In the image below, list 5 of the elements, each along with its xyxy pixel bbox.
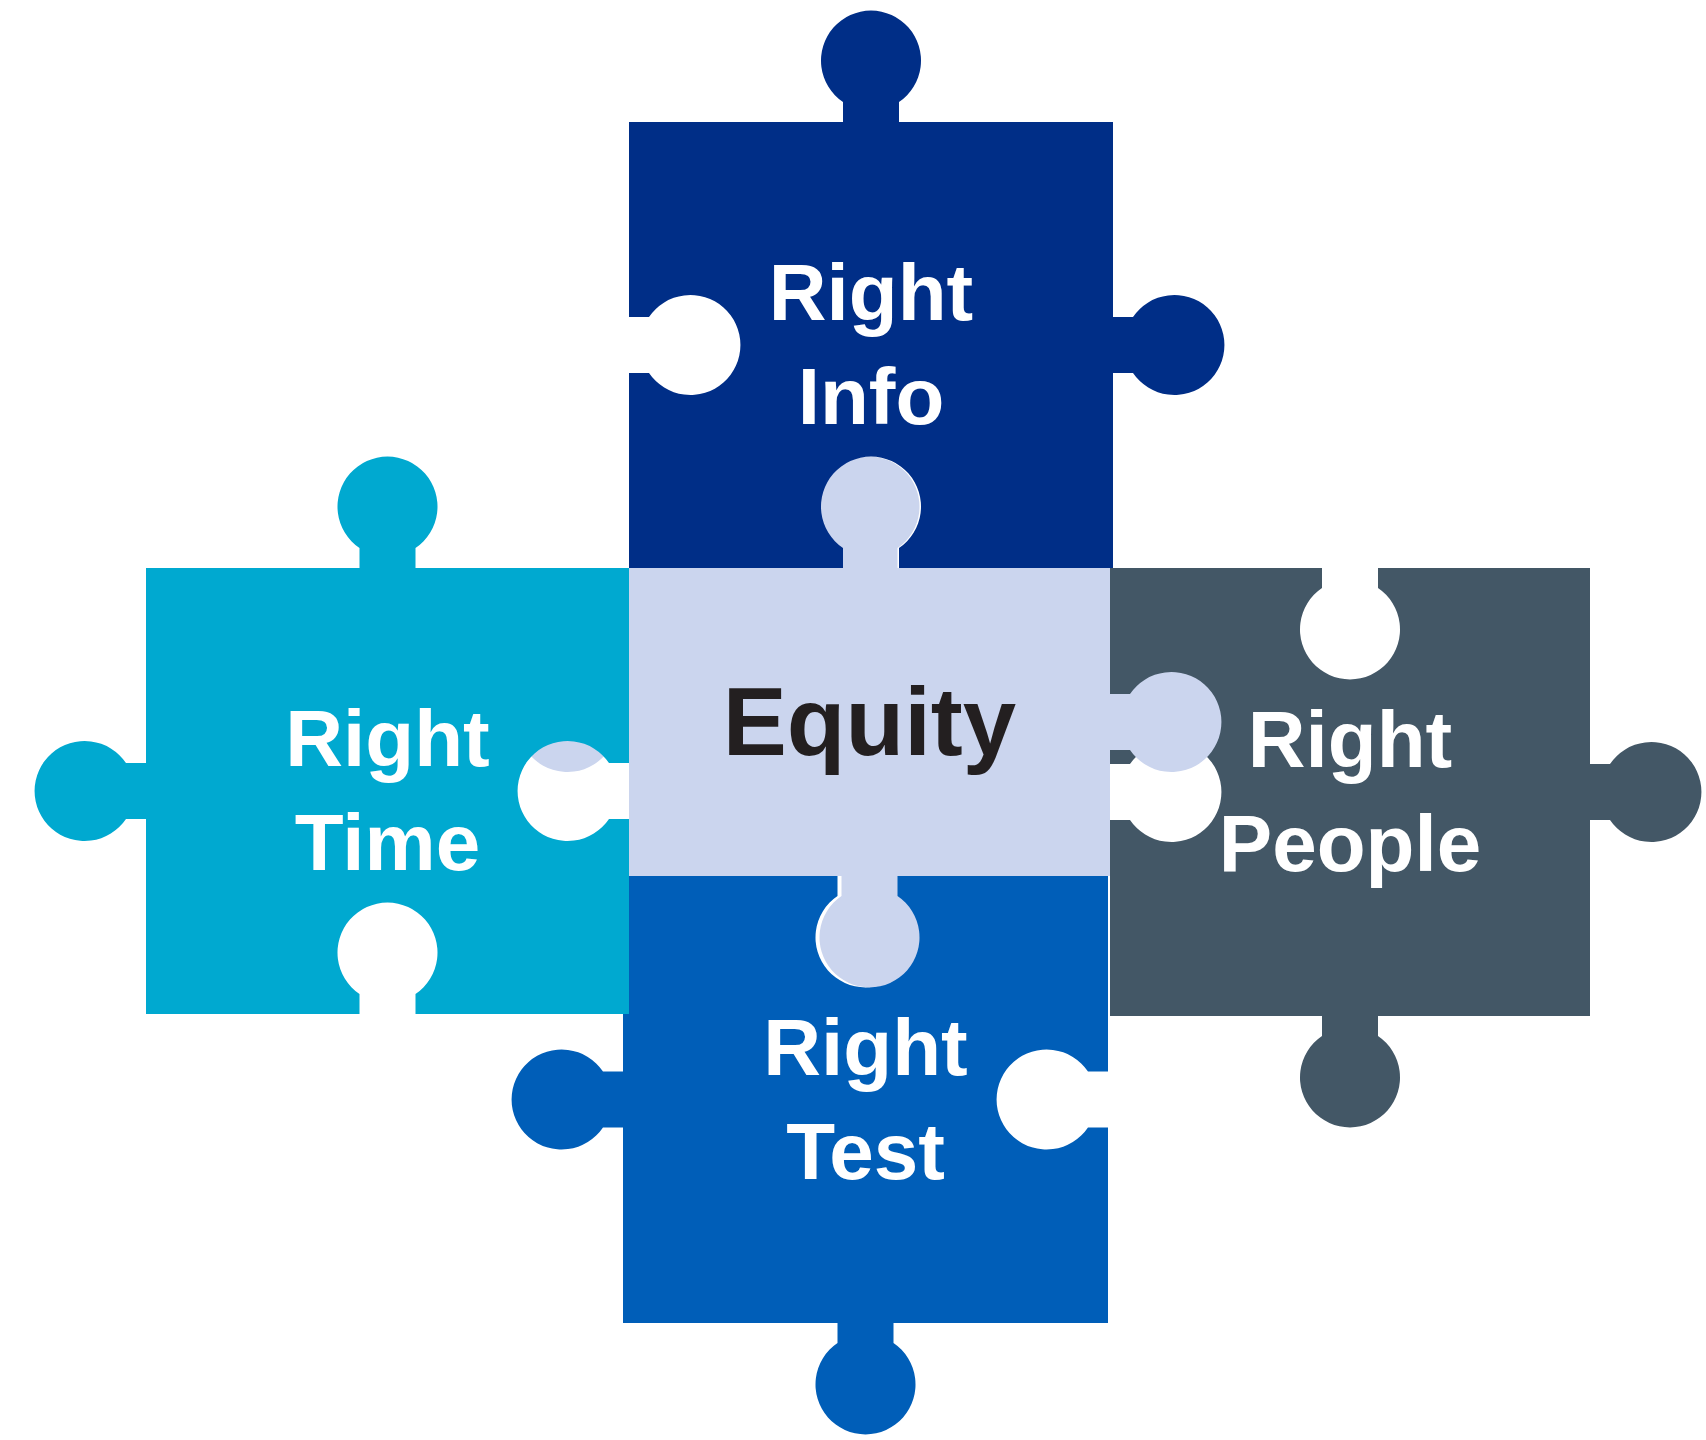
piece-label: Right Info xyxy=(767,247,975,443)
piece-label: Right People xyxy=(1217,694,1483,890)
piece-label: Right Test xyxy=(762,1001,969,1198)
piece-label: Equity xyxy=(721,666,1018,777)
piece-label: Right Time xyxy=(284,693,491,889)
